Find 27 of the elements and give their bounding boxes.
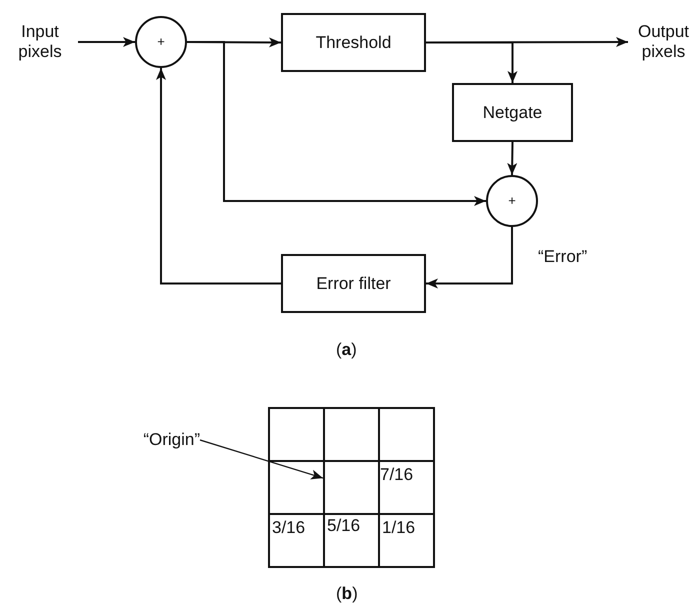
process-box (452, 83, 573, 142)
panel-caption: (b) (336, 584, 358, 604)
callout-text: “Origin” (143, 430, 200, 450)
box-label: Error filter (316, 274, 391, 294)
cell-value: 3/16 (272, 518, 306, 537)
arrow (426, 227, 513, 288)
cell-value: 5/16 (327, 516, 360, 535)
summing-junction (486, 175, 538, 227)
grid-cell (323, 460, 380, 515)
arrow (426, 42, 518, 83)
arrow (507, 142, 518, 176)
panel-caption: (a) (336, 340, 357, 360)
process-box (281, 254, 426, 313)
process-box (281, 13, 426, 72)
box-label: Netgate (482, 102, 542, 122)
plus-sign: + (157, 34, 165, 50)
arrow (156, 68, 281, 284)
summing-junction (135, 16, 187, 68)
box-label: Threshold (316, 32, 392, 52)
arrow (78, 37, 135, 47)
cell-value: 1/16 (382, 518, 416, 537)
output-label: Output pixels (636, 22, 690, 62)
input-label: Input pixels (17, 22, 63, 62)
cell-value: 7/16 (380, 465, 414, 484)
plus-sign: + (508, 194, 516, 208)
arrow (187, 41, 486, 206)
leader-line (200, 439, 324, 480)
